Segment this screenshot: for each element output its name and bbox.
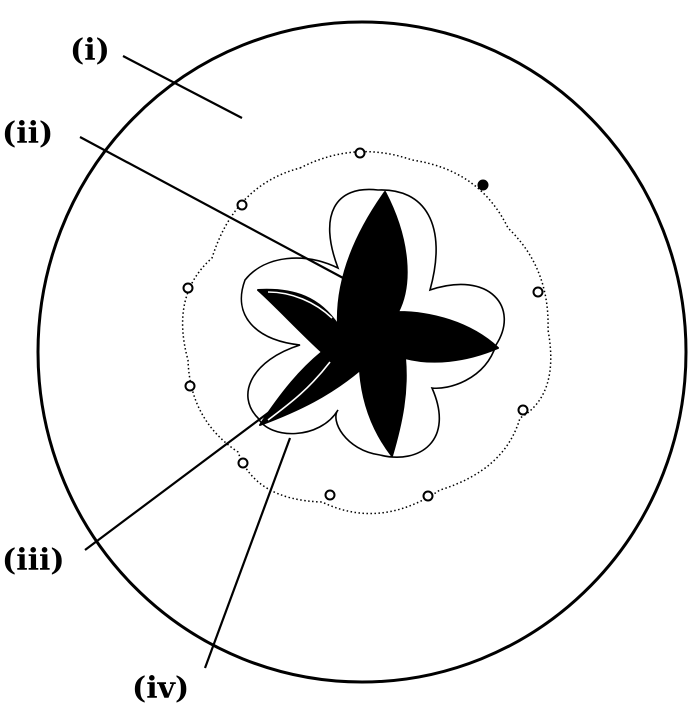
ring-dot: [237, 457, 249, 469]
leader-line-i: [122, 55, 243, 119]
ring-dot: [422, 490, 434, 502]
ring-dot: [477, 179, 489, 191]
outer-boundary-circle: [36, 20, 688, 684]
central-star-xylem: [257, 191, 499, 457]
ring-dot: [324, 489, 336, 501]
ring-dot: [517, 404, 529, 416]
ring-dot: [236, 199, 248, 211]
ring-dot: [532, 286, 544, 298]
ring-dot: [182, 282, 194, 294]
ring-dot: [184, 380, 196, 392]
label-ii: (ii): [2, 116, 53, 151]
leader-line-ii: [79, 136, 346, 280]
label-iii: (iii): [2, 543, 65, 578]
label-i: (i): [70, 33, 110, 68]
leader-line-iii: [84, 409, 273, 551]
star-arm-highlight-lower: [267, 361, 331, 421]
label-iv: (iv): [132, 671, 189, 706]
ring-dots: [182, 147, 544, 502]
inner-lobed-outline: [240, 188, 506, 458]
leader-line-iv: [203, 437, 292, 669]
ring-dot: [354, 147, 366, 159]
star-arm-highlight-left: [267, 291, 333, 319]
